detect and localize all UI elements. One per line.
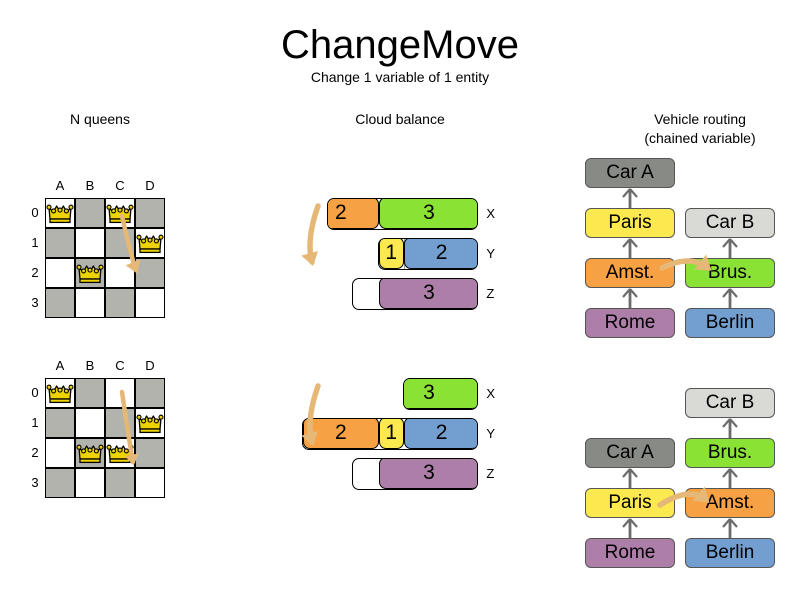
vrp-after-left-link-1 (622, 468, 638, 488)
cloud-after-bar-Z[interactable]: 3 (352, 458, 479, 490)
cloud-before-segment-Y-1[interactable]: 1 (378, 239, 404, 269)
vrp-after-right-link-2 (722, 418, 738, 438)
board-after-cell-D3[interactable] (135, 468, 165, 498)
nqueens-before-move-arrow (119, 213, 141, 274)
page-title: ChangeMove (281, 23, 519, 67)
board-before-file-label-B: B (85, 178, 95, 193)
board-after-cell-B3[interactable] (75, 468, 105, 498)
board-after-cell-D2[interactable] (135, 438, 165, 468)
section-heading-cloud-balance: Cloud balance (355, 111, 445, 127)
board-before-cell-D3[interactable] (135, 288, 165, 318)
board-before-rank-label-1: 1 (31, 235, 39, 250)
cloud-after-segment-Y-2[interactable]: 1 (378, 419, 404, 449)
cloud-before-segment-X-2[interactable]: 3 (378, 199, 478, 229)
vrp-before-right-node-carb[interactable]: Car B (685, 208, 775, 238)
vrp-heading-line-2: (chained variable) (644, 130, 756, 146)
board-before-cell-D2[interactable] (135, 258, 165, 288)
vrp-after-move-arrow (657, 486, 710, 508)
cloud-before-move-arrow (301, 203, 321, 267)
nqueens-after-move-arrow (119, 389, 139, 466)
board-after-file-label-D: D (145, 358, 155, 373)
board-before-rank-label-0: 0 (31, 205, 39, 220)
board-after-rank-label-2: 2 (31, 445, 39, 460)
board-before-cell-B3[interactable] (75, 288, 105, 318)
vrp-before-left-node-cara[interactable]: Car A (585, 158, 675, 188)
board-before-file-label-C: C (115, 178, 125, 193)
board-after-cell-A1[interactable] (45, 408, 75, 438)
cloud-after-move-arrow (301, 383, 321, 447)
board-after-cell-D0[interactable] (135, 378, 165, 408)
vrp-before-left-node-paris[interactable]: Paris (585, 208, 675, 238)
vrp-after-right-node-amst[interactable]: Amst. (685, 488, 775, 518)
board-before-cell-A1[interactable] (45, 228, 75, 258)
cloud-before-segment-Y-2[interactable]: 2 (403, 239, 478, 269)
board-after-file-label-A: A (55, 358, 65, 373)
cloud-before-bar-Z[interactable]: 3 (352, 278, 479, 310)
board-after-rank-label-3: 3 (31, 475, 39, 490)
vrp-after-right-node-berlin[interactable]: Berlin (685, 538, 775, 568)
cloud-after-label-X: X (486, 386, 496, 401)
board-after-cell-B1[interactable] (75, 408, 105, 438)
vrp-after-left-node-rome[interactable]: Rome (585, 538, 675, 568)
vrp-after-right-node-brus[interactable]: Brus. (685, 438, 775, 468)
board-before-cell-B0[interactable] (75, 198, 105, 228)
vrp-before-left-node-amst[interactable]: Amst. (585, 258, 675, 288)
board-before-rank-label-2: 2 (31, 265, 39, 280)
vrp-before-right-link-0 (722, 288, 738, 308)
vrp-before-left-node-rome[interactable]: Rome (585, 308, 675, 338)
cloud-before-segment-Z-1[interactable]: 3 (378, 279, 478, 309)
board-before-rank-label-3: 3 (31, 295, 39, 310)
board-before-file-label-D: D (145, 178, 155, 193)
board-before-cell-D0[interactable] (135, 198, 165, 228)
board-before-file-label-A: A (55, 178, 65, 193)
vrp-after-right-node-carb[interactable]: Car B (685, 388, 775, 418)
vrp-after-left-node-cara[interactable]: Car A (585, 438, 675, 468)
cloud-after-label-Z: Z (486, 466, 495, 481)
cloud-after-bar-X[interactable]: 3 (402, 378, 479, 410)
board-after-rank-label-0: 0 (31, 385, 39, 400)
section-heading-vehicle-routing: Vehicle routing (chained variable) (600, 110, 800, 148)
cloud-after-segment-Y-3[interactable]: 2 (403, 419, 478, 449)
board-after-rank-label-1: 1 (31, 415, 39, 430)
cloud-after-segment-Z-1[interactable]: 3 (378, 459, 478, 489)
board-before-cell-C3[interactable] (105, 288, 135, 318)
board-before-cell-B1[interactable] (75, 228, 105, 258)
vrp-before-move-arrow (659, 254, 712, 271)
page-subtitle: Change 1 variable of 1 entity (310, 69, 490, 85)
board-after-cell-B0[interactable] (75, 378, 105, 408)
vrp-after-right-link-0 (722, 518, 738, 538)
vrp-before-left-link-1 (622, 238, 638, 258)
cloud-before-label-Y: Y (486, 246, 496, 261)
board-before-cell-A3[interactable] (45, 288, 75, 318)
vrp-before-right-link-1 (722, 238, 738, 258)
board-before-cell-A2[interactable] (45, 258, 75, 288)
cloud-after-label-Y: Y (486, 426, 496, 441)
board-after-cell-A2[interactable] (45, 438, 75, 468)
cloud-before-segment-X-1[interactable]: 2 (328, 199, 379, 229)
section-heading-nqueens: N queens (70, 111, 130, 127)
board-after-file-label-C: C (115, 358, 125, 373)
board-before-cell-C2[interactable] (105, 258, 135, 288)
cloud-after-segment-X-1[interactable]: 3 (403, 379, 478, 409)
board-after-file-label-B: B (85, 358, 95, 373)
cloud-before-label-X: X (486, 206, 496, 221)
cloud-before-label-Z: Z (486, 286, 495, 301)
vrp-before-left-link-2 (622, 188, 638, 208)
vrp-after-left-link-0 (622, 518, 638, 538)
board-after-cell-C3[interactable] (105, 468, 135, 498)
vrp-heading-line-1: Vehicle routing (654, 111, 746, 127)
vrp-before-left-link-0 (622, 288, 638, 308)
vrp-before-right-node-berlin[interactable]: Berlin (685, 308, 775, 338)
board-after-cell-A3[interactable] (45, 468, 75, 498)
vrp-after-right-link-1 (722, 468, 738, 488)
